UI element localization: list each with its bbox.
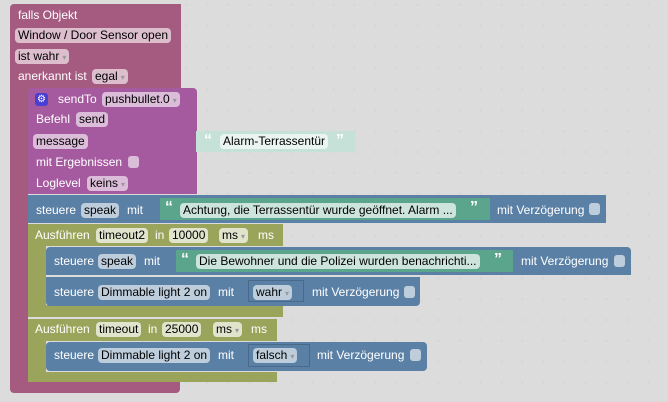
quote-open-icon: “: [204, 132, 212, 149]
dropdown-arrow-icon: ▾: [290, 352, 295, 361]
quote-open-icon: “: [165, 199, 173, 216]
timeout-block-1-footer: [28, 305, 283, 317]
with-label: mit: [218, 348, 234, 362]
message-field[interactable]: message: [33, 134, 88, 149]
unit-dropdown[interactable]: ms▾: [219, 228, 249, 243]
text-field-1[interactable]: Achtung, die Terrassentür wurde geöffnet…: [180, 203, 456, 218]
loglevel-label: Loglevel: [36, 176, 81, 190]
quote-close-icon: ”: [336, 132, 344, 149]
condition-dropdown[interactable]: ist wahr▾: [15, 49, 70, 64]
in-label: in: [155, 228, 165, 242]
timeout-name-field[interactable]: timeout2: [96, 228, 149, 243]
dropdown-arrow-icon: ▾: [172, 96, 177, 105]
condition-value: ist wahr: [18, 49, 60, 63]
results-checkbox[interactable]: [128, 156, 139, 168]
trigger-block-footer: [10, 382, 180, 393]
command-field[interactable]: send: [76, 112, 109, 127]
unit-dropdown[interactable]: ms▾: [213, 322, 243, 337]
bool-value: falsch: [256, 348, 288, 362]
control-target-field[interactable]: Dimmable light 2 on: [98, 285, 211, 300]
object-id-field[interactable]: Window / Door Sensor open: [15, 28, 172, 43]
quote-close-icon: ”: [470, 199, 478, 216]
with-label: mit: [127, 203, 143, 217]
delay-checkbox[interactable]: [404, 286, 415, 298]
ack-value: egal: [95, 69, 118, 83]
message-text-field[interactable]: Alarm-Terrassentür: [220, 134, 329, 149]
loglevel-value: keins: [90, 176, 119, 190]
instance-dropdown[interactable]: pushbullet.0▾: [102, 92, 180, 107]
with-label: mit: [144, 254, 160, 268]
timeout-block-2-footer: [28, 372, 277, 382]
bool-dropdown[interactable]: wahr▾: [253, 285, 293, 300]
control-label: steuere: [54, 285, 95, 299]
text-field-2[interactable]: Die Bewohner und die Polizei wurden bena…: [196, 254, 480, 269]
instance-value: pushbullet.0: [105, 92, 170, 106]
trigger-block-spine: [10, 90, 28, 390]
with-label: mit: [218, 285, 234, 299]
ack-label: anerkannt ist: [18, 69, 87, 83]
unit-label: ms: [251, 322, 267, 336]
command-label: Befehl: [36, 112, 71, 126]
dropdown-arrow-icon: ▾: [285, 289, 290, 298]
control-target-field[interactable]: speak: [81, 203, 120, 218]
dropdown-arrow-icon: ▾: [62, 53, 67, 62]
loglevel-dropdown[interactable]: keins▾: [87, 176, 129, 191]
dropdown-arrow-icon: ▾: [241, 232, 246, 241]
delay-label: mit Verzögerung: [312, 285, 400, 299]
in-label: in: [148, 322, 158, 336]
results-label: mit Ergebnissen: [36, 155, 123, 169]
dropdown-arrow-icon: ▾: [121, 180, 126, 189]
control-label: steuere: [54, 348, 95, 362]
delay-checkbox[interactable]: [589, 203, 600, 215]
control-label: steuere: [36, 203, 77, 217]
trigger-title: falls Objekt: [18, 8, 78, 22]
delay-checkbox[interactable]: [410, 349, 421, 361]
timeout-label: Ausführen: [35, 228, 90, 242]
timeout-label: Ausführen: [35, 322, 90, 336]
dropdown-arrow-icon: ▾: [235, 326, 240, 335]
timeout-value-field[interactable]: 10000: [169, 228, 209, 243]
timeout-block-2-spine: [28, 341, 46, 381]
control-target-field[interactable]: Dimmable light 2 on: [98, 348, 211, 363]
timeout-block-1-spine: [28, 246, 46, 310]
delay-label: mit Verzögerung: [317, 348, 405, 362]
control-label: steuere: [54, 254, 95, 268]
dropdown-arrow-icon: ▾: [120, 73, 125, 82]
delay-checkbox[interactable]: [614, 255, 625, 267]
control-target-field[interactable]: speak: [98, 254, 137, 269]
delay-label: mit Verzögerung: [497, 203, 585, 217]
delay-label: mit Verzögerung: [521, 254, 609, 268]
unit-label: ms: [258, 228, 274, 242]
bool-value: wahr: [256, 285, 283, 299]
quote-close-icon: ”: [494, 251, 502, 268]
gear-icon: ⚙: [35, 93, 48, 106]
unit-value: ms: [222, 228, 238, 242]
timeout-value-field[interactable]: 25000: [162, 322, 202, 337]
unit-value: ms: [216, 322, 232, 336]
quote-open-icon: “: [181, 251, 189, 268]
sendto-label: sendTo: [58, 92, 97, 106]
timeout-name-field[interactable]: timeout: [96, 322, 142, 337]
bool-dropdown[interactable]: falsch▾: [253, 348, 298, 363]
ack-dropdown[interactable]: egal▾: [92, 69, 128, 84]
